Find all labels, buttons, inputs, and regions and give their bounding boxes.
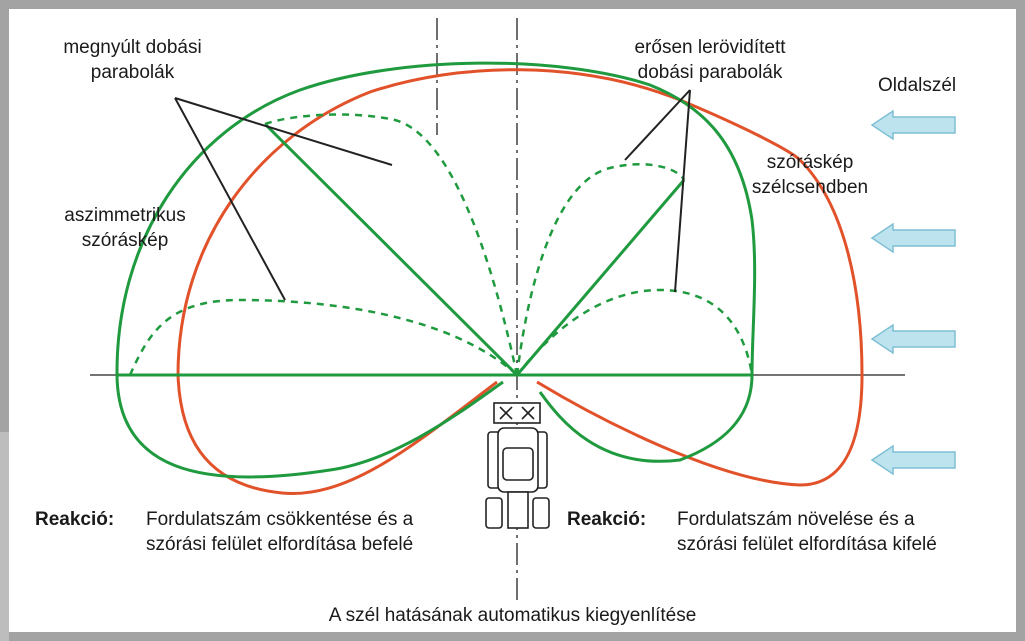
- side-bar: [0, 432, 9, 641]
- asymmetric-pattern-label: aszimmetrikus szóráskép: [45, 203, 205, 253]
- label-line: parabolák: [90, 62, 175, 83]
- calm-spread-curve: [176, 68, 802, 496]
- leader-line: [174, 97, 393, 166]
- asymmetric-spread-curve: [115, 61, 757, 479]
- leader-line: [624, 89, 691, 161]
- leader-line: [174, 97, 286, 301]
- crosswind-label: Oldalszél: [878, 75, 957, 96]
- reaction-left-text: Fordulatszám csökkentése és a szórási fe…: [146, 507, 413, 557]
- throw-ray-right: [515, 179, 686, 376]
- reaction-line: Fordulatszám csökkentése és a: [146, 509, 414, 530]
- leader-line: [674, 89, 691, 293]
- label-line: szóráskép: [766, 152, 854, 173]
- reaction-line: szórási felület elfordítása kifelé: [677, 534, 937, 555]
- label-line: erősen lerövidített: [634, 37, 786, 58]
- shortened-parabolas-label: erősen lerövidített dobási parabolák: [610, 35, 810, 85]
- reaction-line: szórási felület elfordítása befelé: [146, 534, 414, 555]
- wind-arrow-icon: [870, 109, 956, 476]
- label-line: szóráskép: [81, 230, 169, 251]
- elongated-parabola-high: [264, 113, 519, 376]
- short-parabola-high: [515, 163, 686, 376]
- reaction-right-text: Fordulatszám növelése és a szórási felül…: [677, 507, 937, 557]
- short-parabola-low: [516, 288, 754, 376]
- tractor-icon: [485, 402, 550, 529]
- reaction-left-title: Reakció:: [35, 509, 115, 530]
- diagram-caption: A szél hatásának automatikus kiegyenlíté…: [328, 605, 697, 626]
- elongated-parabolas-label: megnyúlt dobási parabolák: [30, 35, 235, 85]
- reaction-line: Fordulatszám növelése és a: [677, 509, 915, 530]
- label-line: aszimmetrikus: [64, 205, 186, 226]
- label-line: szélcsendben: [751, 177, 869, 198]
- elongated-parabola-low: [128, 298, 518, 376]
- reaction-right-title: Reakció:: [567, 509, 647, 530]
- throw-ray-left: [263, 122, 519, 377]
- calm-spread-curve-right: [536, 158, 864, 487]
- label-line: megnyúlt dobási: [63, 37, 202, 58]
- calm-pattern-label: szóráskép szélcsendben: [720, 150, 900, 200]
- label-line: dobási parabolák: [637, 62, 783, 83]
